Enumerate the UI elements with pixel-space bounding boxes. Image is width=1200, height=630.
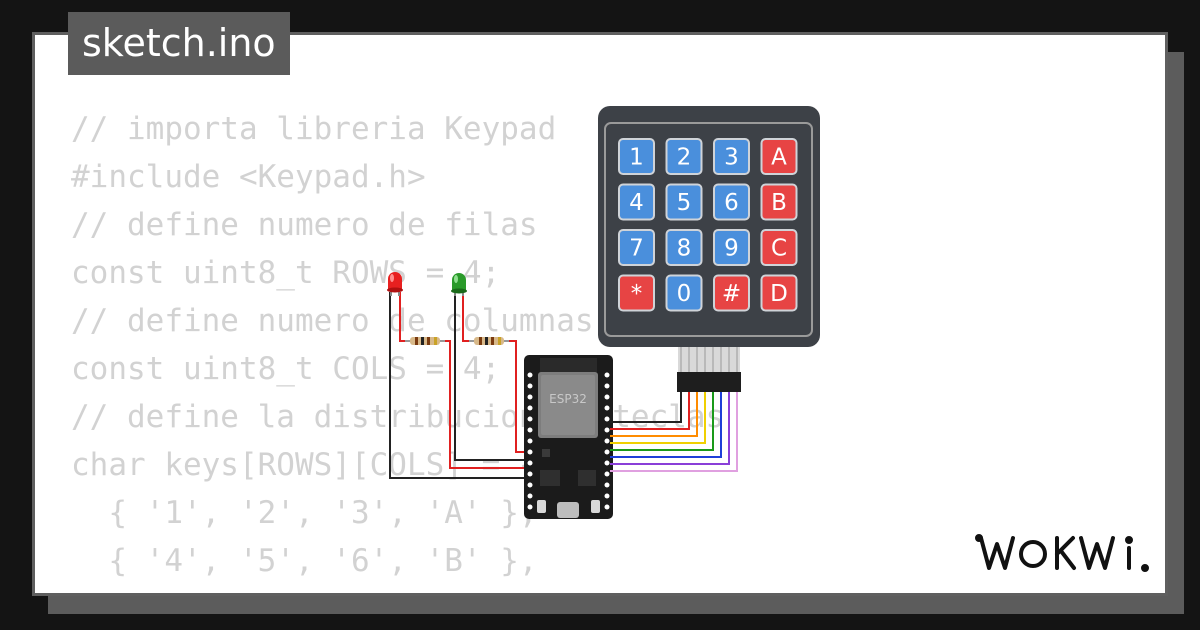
code-line: { '1', '2', '3', 'A' }, (71, 495, 538, 531)
code-line: // define numero de columnas (71, 303, 594, 339)
key-label: 4 (629, 190, 644, 216)
board-pins-left (527, 372, 533, 510)
key-label: D (770, 281, 788, 307)
board-pins-right (604, 372, 610, 510)
key-6[interactable]: 6 (713, 183, 750, 221)
key-hash[interactable]: # (713, 274, 750, 312)
keypad-connector (677, 346, 741, 392)
key-7[interactable]: 7 (618, 229, 655, 266)
key-b[interactable]: B (760, 183, 798, 221)
key-star[interactable]: * (618, 274, 655, 312)
key-label: 1 (629, 145, 644, 171)
board-label: ESP32 (549, 392, 587, 406)
key-label: # (722, 281, 741, 307)
key-9[interactable]: 9 (713, 229, 750, 266)
file-tab[interactable]: sketch.ino (68, 12, 290, 75)
wokwi-logo (975, 534, 1149, 572)
key-label: C (771, 236, 787, 262)
key-2[interactable]: 2 (665, 138, 703, 175)
key-label: 3 (724, 145, 739, 171)
key-5[interactable]: 5 (665, 183, 703, 221)
led-wires (389, 292, 527, 479)
keypad-wires (610, 390, 738, 472)
keypad-keys: 1 2 3 A 4 5 6 B 7 8 9 C * 0 # D (618, 138, 798, 312)
code-line: #include <Keypad.h> (71, 159, 426, 195)
key-label: 0 (677, 281, 692, 307)
esp32-board: ESP32 (524, 355, 613, 519)
key-0[interactable]: 0 (665, 274, 703, 312)
code-line: const uint8_t ROWS = 4; (71, 255, 501, 291)
key-8[interactable]: 8 (665, 229, 703, 266)
key-label: B (771, 190, 787, 216)
code-listing: // importa libreria Keypad #include <Keyp… (71, 105, 724, 593)
green-led (451, 273, 467, 296)
code-line: { '4', '5', '6', 'B' }, (71, 543, 538, 579)
code-line: // importa libreria Keypad (71, 111, 557, 147)
key-4[interactable]: 4 (618, 183, 655, 221)
key-label: 5 (677, 190, 692, 216)
key-d[interactable]: D (760, 274, 798, 312)
resistor-2 (469, 337, 509, 345)
key-label: 2 (677, 145, 692, 171)
key-3[interactable]: 3 (713, 138, 750, 175)
key-a[interactable]: A (760, 138, 798, 175)
red-led (387, 272, 403, 296)
key-label: 8 (677, 236, 692, 262)
key-label: 6 (724, 190, 739, 216)
key-c[interactable]: C (760, 229, 798, 266)
key-label: 9 (724, 236, 739, 262)
key-label: 7 (629, 236, 644, 262)
code-line: { '7', '8', '9', 'C' }, (71, 585, 724, 593)
code-line: const uint8_t COLS = 4; (71, 351, 501, 387)
membrane-keypad[interactable]: 1 2 3 A 4 5 6 B 7 8 9 C * 0 # D (598, 106, 820, 347)
resistor-1 (405, 337, 445, 345)
key-1[interactable]: 1 (618, 138, 655, 175)
key-label: A (771, 145, 787, 171)
code-line: // define numero de filas (71, 207, 538, 243)
key-label: * (631, 281, 643, 307)
